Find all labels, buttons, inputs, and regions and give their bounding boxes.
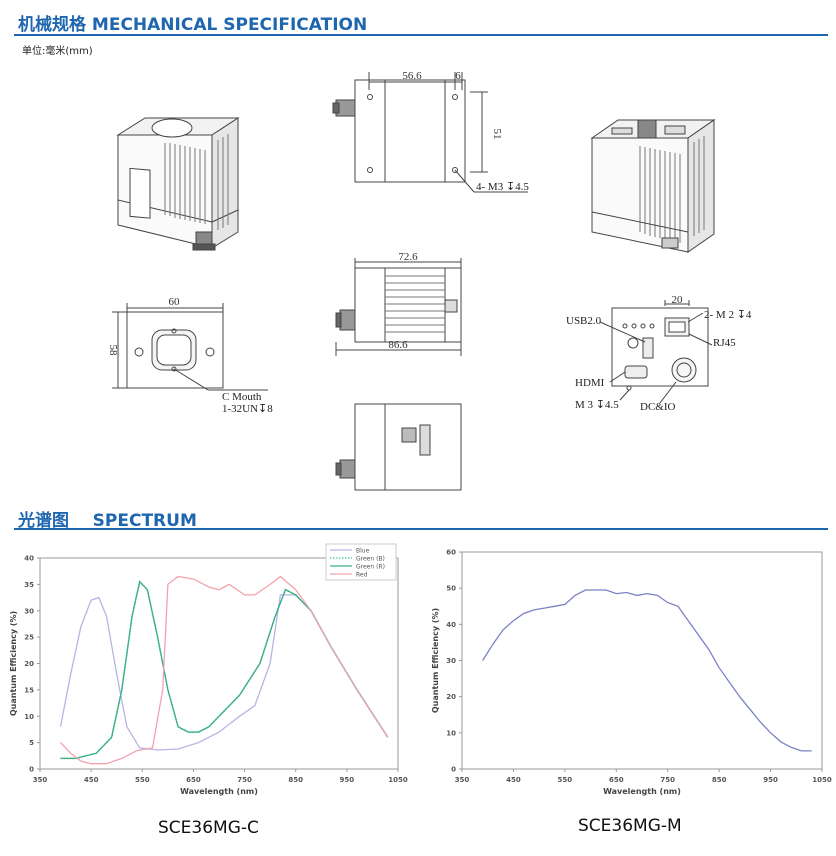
- y-tick-label: 10: [24, 713, 34, 721]
- dim-front-height: 58: [107, 345, 119, 357]
- legend-label: Green (B): [356, 556, 385, 563]
- mechanical-section-rule: [14, 34, 828, 36]
- y-tick-label: 50: [446, 585, 456, 593]
- y-tick-label: 40: [24, 555, 34, 563]
- spectrum-section-rule: [14, 528, 828, 530]
- camera-bottom-view: [335, 403, 462, 491]
- chart-caption-color: SCE36MG-C: [158, 818, 259, 838]
- label-dcio: DC&IO: [640, 401, 676, 413]
- camera-front-view: [112, 303, 268, 391]
- chart-sce36mg-c: 350 450 550 650 750 850 950 1050 0 5 10 15 20 25 30 35 4…: [9, 543, 408, 796]
- label-rj45: RJ45: [713, 337, 736, 349]
- y-tick-label: 5: [29, 739, 34, 747]
- y-tick-label: 40: [446, 621, 456, 629]
- y-tick-label: 30: [24, 607, 34, 615]
- x-tick-label: 550: [135, 776, 150, 784]
- dim-top-width: 56.6: [402, 70, 422, 82]
- dim-top-side: 6: [455, 70, 461, 82]
- legend-label: Green (R): [356, 564, 385, 571]
- x-tick-label: 450: [84, 776, 99, 784]
- x-tick-label: 850: [288, 776, 303, 784]
- label-usb: USB2.0: [566, 315, 602, 327]
- y-tick-label: 20: [24, 660, 34, 668]
- y-tick-label: 0: [29, 766, 34, 774]
- x-tick-label: 450: [506, 776, 521, 784]
- label-hdmi: HDMI: [575, 377, 605, 389]
- y-tick-label: 10: [446, 729, 456, 737]
- mechanical-drawings: 56.6 6 51 4- M3 ↧4.5 72.6 86.6 60 58 C M…: [107, 70, 752, 491]
- y-tick-label: 30: [446, 657, 456, 665]
- label-c-mouth: C Mouth: [222, 391, 262, 403]
- x-tick-label: 650: [609, 776, 624, 784]
- chart-sce36mg-m: 350 450 550 650 750 850 950 1050 0 10 20 30 40 50 60Wa…: [431, 549, 832, 797]
- y-tick-label: 20: [446, 693, 456, 701]
- x-tick-label: 350: [455, 776, 470, 784]
- y-tick-label: 15: [24, 686, 34, 694]
- camera-top-view: [332, 72, 528, 193]
- legend-label: Blue: [356, 548, 370, 555]
- label-m2: 2- M 2 ↧4: [704, 309, 752, 321]
- dim-top-height: 51: [491, 129, 503, 140]
- x-tick-label: 950: [763, 776, 778, 784]
- y-tick-label: 0: [451, 766, 456, 774]
- dim-side-total: 86.6: [388, 339, 408, 351]
- dim-back-width: 20: [672, 294, 684, 306]
- label-holes-top: 4- M3 ↧4.5: [476, 181, 529, 193]
- label-c-mouth-thread: 1-32UN↧8: [222, 403, 273, 415]
- mechanical-section-title: 机械规格 MECHANICAL SPECIFICATION: [18, 15, 368, 35]
- dim-front-width: 60: [169, 296, 181, 308]
- legend-label: Red: [356, 572, 368, 579]
- series-line-green-r: [60, 580, 389, 760]
- camera-iso-back-view: [590, 119, 716, 253]
- x-tick-label: 550: [558, 776, 573, 784]
- x-axis-label: Wavelength (nm): [180, 787, 258, 796]
- y-tick-label: 60: [446, 549, 456, 557]
- unit-note: 单位:毫米(mm): [22, 46, 93, 57]
- x-tick-label: 850: [712, 776, 727, 784]
- x-tick-label: 750: [237, 776, 252, 784]
- camera-back-view: [599, 300, 713, 404]
- y-tick-label: 35: [24, 581, 34, 589]
- x-tick-label: 1050: [388, 776, 408, 784]
- x-axis-label: Wavelength (nm): [603, 787, 681, 796]
- x-tick-label: 350: [33, 776, 48, 784]
- y-tick-label: 25: [24, 634, 34, 642]
- spectrum-section-title: 光谱图 SPECTRUM: [18, 511, 197, 531]
- plot-area: [39, 557, 399, 770]
- camera-side-view: [335, 258, 462, 356]
- camera-iso-front-view: [116, 117, 240, 251]
- series-line-0: [482, 589, 812, 752]
- series-line-red: [60, 575, 389, 765]
- x-tick-label: 650: [186, 776, 201, 784]
- dim-side-width: 72.6: [398, 251, 418, 263]
- y-axis-label: Quantum Efficiency (%): [431, 608, 440, 713]
- y-axis-label: Quantum Efficiency (%): [9, 611, 18, 716]
- chart-caption-mono: SCE36MG-M: [578, 816, 682, 836]
- x-tick-label: 750: [660, 776, 675, 784]
- x-tick-label: 1050: [812, 776, 832, 784]
- plot-area: [461, 551, 823, 770]
- label-m3: M 3 ↧4.5: [575, 399, 619, 411]
- x-tick-label: 950: [340, 776, 355, 784]
